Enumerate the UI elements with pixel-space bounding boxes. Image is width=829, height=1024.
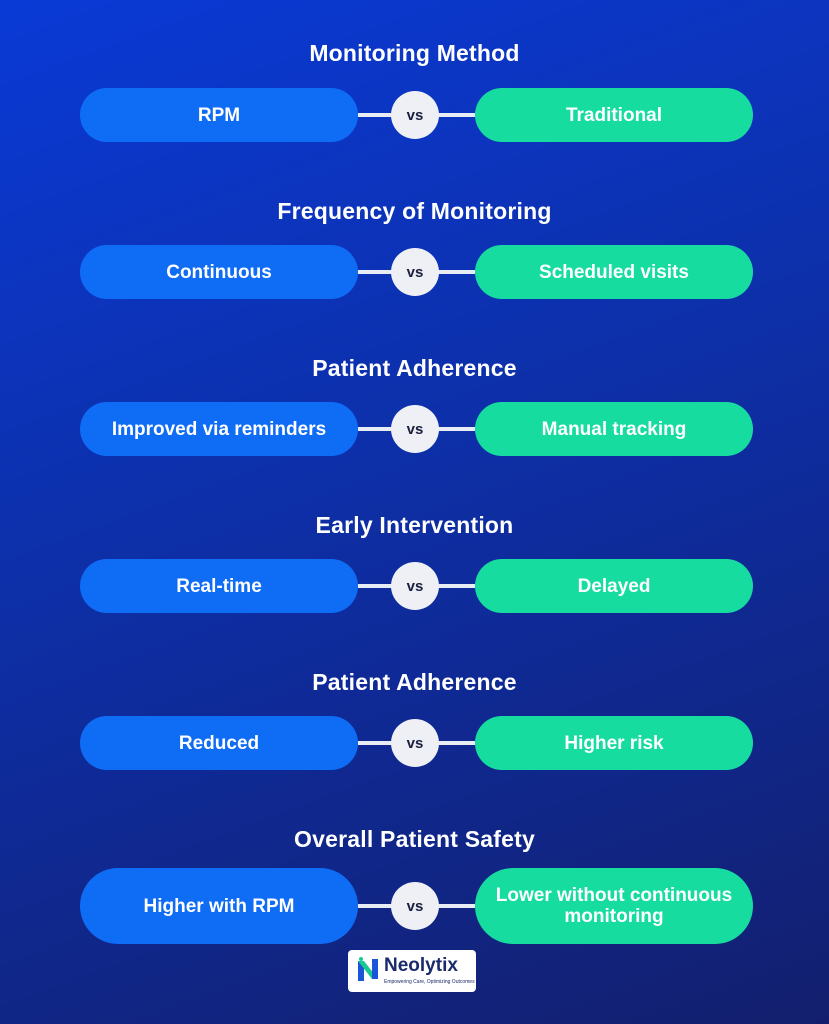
traditional-value-pill: Scheduled visits — [475, 245, 753, 299]
vs-badge: vs — [391, 248, 439, 296]
comparison-row: Higher with RPM vs Lower without continu… — [80, 868, 753, 944]
comparison-row: Real-time vs Delayed — [80, 559, 753, 613]
vs-badge: vs — [391, 882, 439, 930]
comparison-row: RPM vs Traditional — [80, 88, 753, 142]
section-title: Patient Adherence — [312, 669, 517, 695]
comparison-row: Continuous vs Scheduled visits — [80, 245, 753, 299]
rpm-value-pill: RPM — [80, 88, 358, 142]
section-title: Frequency of Monitoring — [277, 198, 552, 224]
section-title: Patient Adherence — [312, 355, 517, 381]
logo-name: Neolytix — [384, 955, 458, 976]
rpm-value-pill: Real-time — [80, 559, 358, 613]
section-title: Monitoring Method — [309, 40, 520, 66]
comparison-row: Improved via reminders vs Manual trackin… — [80, 402, 753, 456]
rpm-value-pill: Reduced — [80, 716, 358, 770]
comparison-row: Reduced vs Higher risk — [80, 716, 753, 770]
rpm-value-pill: Improved via reminders — [80, 402, 358, 456]
vs-badge: vs — [391, 719, 439, 767]
vs-badge: vs — [391, 405, 439, 453]
vs-badge: vs — [391, 562, 439, 610]
traditional-value-pill: Manual tracking — [475, 402, 753, 456]
traditional-value-pill: Delayed — [475, 559, 753, 613]
rpm-value-pill: Continuous — [80, 245, 358, 299]
traditional-value-pill: Lower without continuous monitoring — [475, 868, 753, 944]
logo-tagline: Empowering Care, Optimizing Outcomes — [384, 979, 475, 985]
section-title: Early Intervention — [315, 512, 514, 538]
vs-badge: vs — [391, 91, 439, 139]
neolytix-logo: Neolytix Empowering Care, Optimizing Out… — [348, 950, 476, 992]
neolytix-n-icon — [358, 957, 378, 981]
rpm-value-pill: Higher with RPM — [80, 868, 358, 944]
section-title: Overall Patient Safety — [294, 826, 535, 852]
traditional-value-pill: Traditional — [475, 88, 753, 142]
traditional-value-pill: Higher risk — [475, 716, 753, 770]
